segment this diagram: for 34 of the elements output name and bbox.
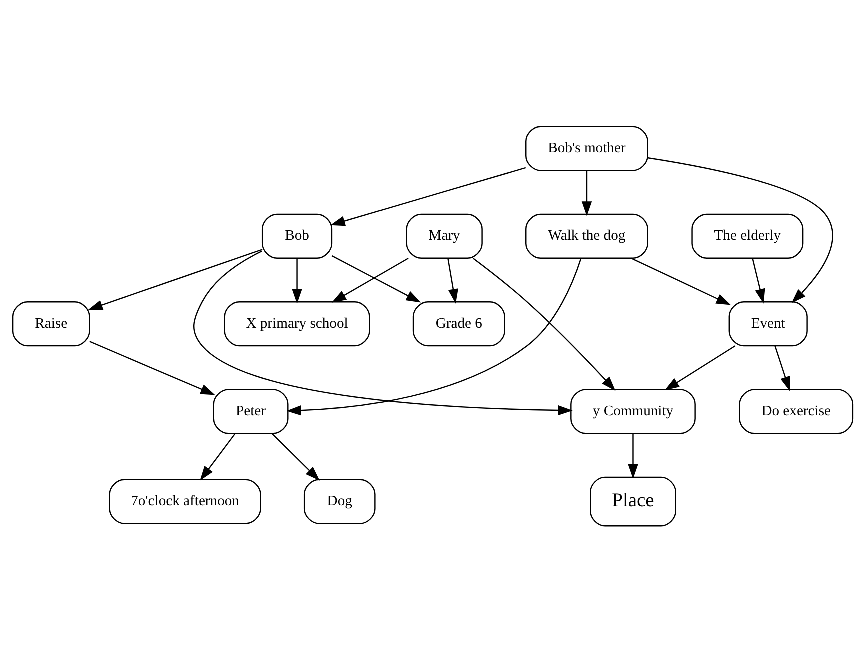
arrow (752, 258, 766, 304)
arrow (88, 249, 263, 310)
node-box: y Community (570, 389, 696, 434)
arrow (332, 255, 421, 303)
node-box: 7o'clock afternoon (109, 479, 262, 524)
arrow (330, 167, 526, 226)
node-box: X primary school (224, 302, 370, 347)
node-box: Place (590, 476, 676, 527)
arrow (332, 258, 409, 303)
node-box: Raise (12, 302, 90, 347)
node-box: Event (728, 302, 808, 347)
arrow (582, 171, 592, 216)
node-box: Do exercise (739, 389, 854, 434)
node-box: Walk the dog (526, 214, 648, 259)
arrow (648, 158, 834, 304)
arrow (200, 433, 236, 481)
node-box: Bob (262, 214, 333, 259)
arrow (292, 258, 302, 304)
arrow (631, 258, 732, 306)
arrow (664, 346, 736, 391)
node-box: Mary (406, 214, 483, 259)
node-box: Grade 6 (412, 302, 506, 347)
arrow (448, 258, 458, 304)
arrow (472, 258, 616, 392)
arrow (90, 341, 216, 396)
node-box: The elderly (692, 214, 804, 259)
arrow (272, 433, 320, 481)
node-box: Dog (304, 479, 376, 524)
arrow (286, 258, 582, 416)
arrow (628, 434, 638, 479)
arrow (774, 346, 790, 392)
node-box: Peter (213, 389, 289, 434)
arrow (194, 250, 573, 416)
node-box: Bob's mother (526, 126, 648, 172)
